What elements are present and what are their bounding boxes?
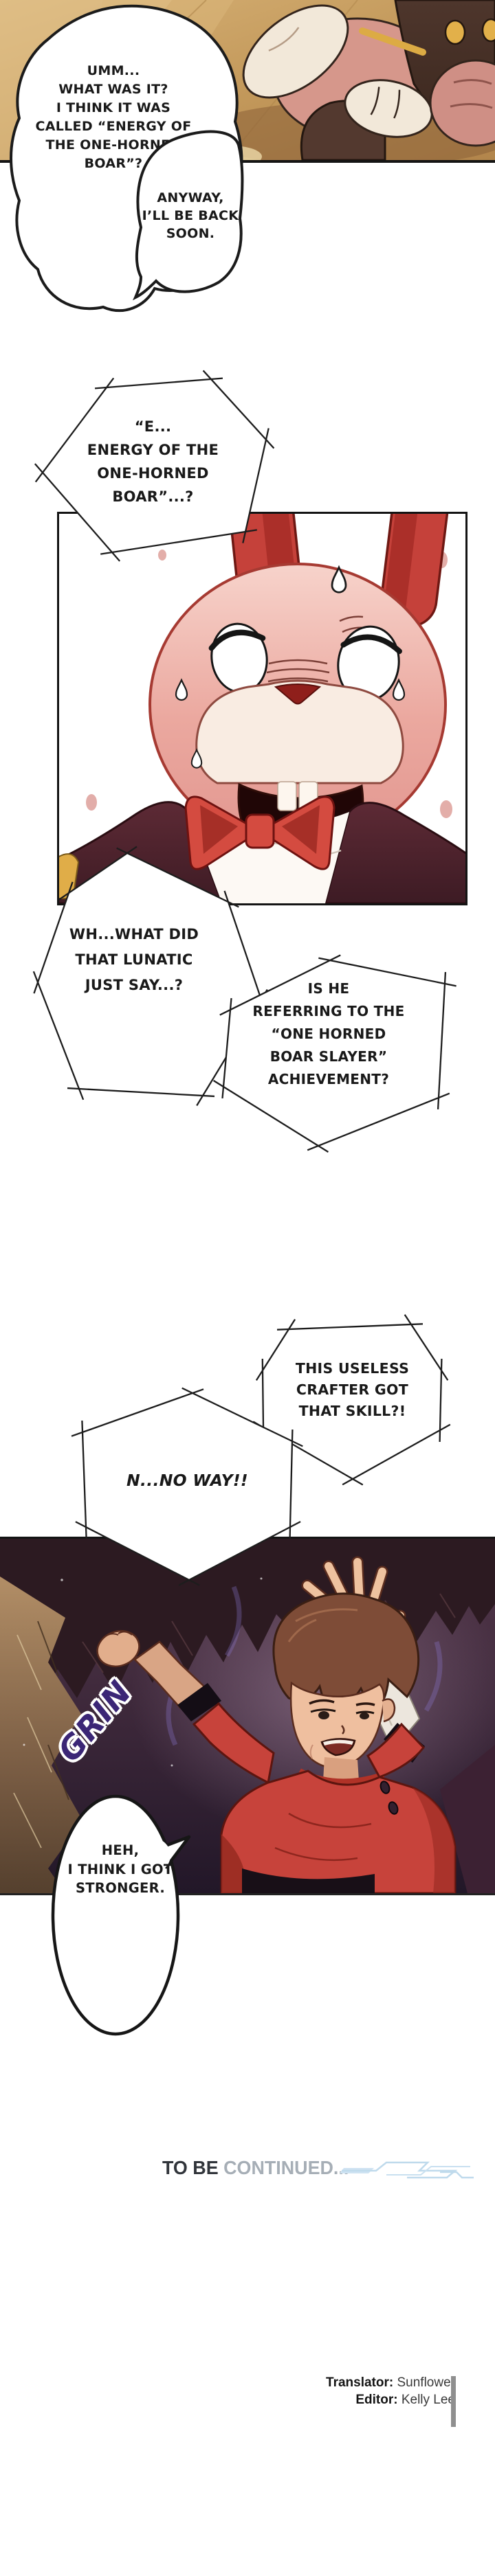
crafter-head <box>272 1592 420 1769</box>
credits: Translator: Sunflower Editor: Kelly Lee <box>326 2374 455 2408</box>
circuit-swoosh <box>340 2161 474 2179</box>
panel-crafter-scene <box>0 1537 495 1895</box>
black-cuff-left <box>177 1683 221 1721</box>
ear <box>382 1698 396 1723</box>
speech-bubble-referring: IS HE REFERRING TO THE “ONE HORNED BOAR … <box>212 953 456 1154</box>
speech-bubble-no-way-shape <box>71 1387 303 1586</box>
gold-trim <box>359 27 426 56</box>
credits-divider-bar <box>451 2376 456 2427</box>
eye-left <box>318 1711 329 1719</box>
translator-name: Sunflower <box>393 2375 455 2390</box>
rabbit-tooth-left <box>277 781 297 811</box>
speech-bubble-energy: “E... ENERGY OF THE ONE-HORNED BOAR”...? <box>34 370 275 566</box>
sweat-drops <box>175 565 406 769</box>
brow-right <box>355 1702 375 1706</box>
editor-label: Editor: <box>355 2393 398 2407</box>
to-be-continued: TO BE CONTINUED... <box>162 2157 349 2179</box>
panel-rabbit <box>57 512 468 905</box>
fur-column-left <box>0 1577 82 1893</box>
speech-bubble-heh: HEH, I THINK I GOT STRONGER. <box>48 1790 192 2039</box>
nose <box>341 1725 345 1735</box>
eye-left-lid <box>310 1708 336 1713</box>
credit-translator: Translator: Sunflower <box>326 2374 455 2391</box>
teeth <box>323 1739 353 1745</box>
rabbit-foot <box>429 59 495 147</box>
nose-wrinkles <box>266 659 330 683</box>
button-1 <box>380 1781 390 1794</box>
hair-highlight <box>287 1608 358 1642</box>
editor-name: Kelly Lee <box>397 2393 455 2407</box>
speech-text-referring: IS HE REFERRING TO THE “ONE HORNED BOAR … <box>252 980 405 1087</box>
speech-text-crafter: THIS USELESS CRAFTER GOT THAT SKILL?! <box>295 1360 410 1419</box>
to-be-continued-dark: TO BE <box>162 2157 224 2178</box>
to-be-continued-light: CONTINUED... <box>223 2157 349 2178</box>
black-hem <box>242 1868 375 1893</box>
fur-highlights <box>13 1634 52 1849</box>
eye-right <box>360 1713 369 1719</box>
red-sleeve-right <box>366 1722 425 1778</box>
speech-bubble-anyway: ANYWAY, I’LL BE BACK SOON. <box>133 126 248 301</box>
speech-bubble-crafter: THIS USELESS CRAFTER GOT THAT SKILL?! <box>252 1314 451 1487</box>
jacket-right <box>324 802 465 903</box>
shirt-folds <box>274 1812 372 1862</box>
speech-bubble-no-way: N...NO WAY!! <box>71 1386 303 1588</box>
speech-text-heh: HEH, I THINK I GOT STRONGER. <box>67 1842 173 1896</box>
brow-left <box>309 1699 335 1705</box>
crafter-art <box>0 1539 495 1893</box>
speech-bubble-anyway-shape <box>133 130 244 301</box>
eye-right-lid <box>355 1710 375 1715</box>
speech-bubble-crafter-shape <box>252 1314 451 1486</box>
left-arm <box>96 1629 275 1785</box>
translator-label: Translator: <box>326 2375 394 2390</box>
speech-text-energy: “E... ENERGY OF THE ONE-HORNED BOAR”...? <box>87 418 219 505</box>
rabbit-eye-right <box>337 625 402 702</box>
left-hand <box>96 1629 140 1668</box>
rabbit-ear-right <box>380 514 449 628</box>
speech-text-umm: UMM... WHAT WAS IT? I THINK IT WAS CALLE… <box>35 63 192 171</box>
bow-tie <box>184 795 336 870</box>
rabbit-art <box>59 514 465 903</box>
speech-text-anyway: ANYWAY, I’LL BE BACK SOON. <box>142 190 239 241</box>
speech-text-no-way: N...NO WAY!! <box>126 1471 248 1490</box>
shirt-shadow <box>221 1834 245 1893</box>
rabbit-paw-left <box>242 4 349 99</box>
speech-bubble-referring-shape <box>212 954 456 1153</box>
rabbit-paw-front <box>344 79 433 138</box>
rabbit-muzzle <box>195 679 404 784</box>
creature-leg-right <box>440 1745 495 1893</box>
speech-bubble-heh-shape <box>51 1794 191 2036</box>
speech-bubble-lunatic: WH...WHAT DID THAT LUNATIC JUST SAY...? <box>32 846 268 1107</box>
cheek-line <box>309 1744 314 1759</box>
gold-button <box>444 19 466 45</box>
rabbit-nose <box>274 683 322 705</box>
torso <box>220 1722 456 1893</box>
speech-text-lunatic: WH...WHAT DID THAT LUNATIC JUST SAY...? <box>69 926 199 993</box>
gold-button-2 <box>481 18 495 43</box>
button-2 <box>388 1801 399 1815</box>
credit-editor: Editor: Kelly Lee <box>326 2391 455 2408</box>
red-sleeve-left <box>192 1702 275 1785</box>
speech-bubble-energy-shape <box>34 370 275 562</box>
